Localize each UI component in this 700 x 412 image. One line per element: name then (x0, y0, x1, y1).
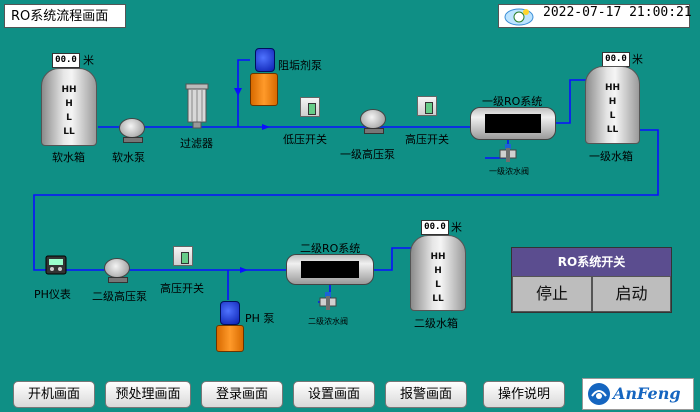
stage2-pump-base (108, 277, 128, 283)
low-pressure-switch-icon[interactable] (300, 97, 320, 117)
tank2-level-value: 00.0 (421, 220, 449, 235)
ro-control-panel: RO系统开关 停止 启动 (511, 247, 672, 313)
stop-button[interactable]: 停止 (512, 276, 592, 312)
stage2-ro-membrane[interactable] (286, 254, 374, 285)
ph-meter-label: PH仪表 (34, 288, 71, 301)
flow-arrow-3 (234, 88, 242, 96)
pipe-tank1-down (33, 129, 659, 271)
flow-arrow-1 (262, 124, 270, 130)
high-pressure-switch1-label: 高压开关 (405, 133, 449, 146)
low-pressure-switch-label: 低压开关 (283, 133, 327, 146)
high-pressure-switch1-icon[interactable] (417, 96, 437, 116)
softener-pump-label: 软水泵 (112, 151, 145, 164)
filter-label: 过滤器 (180, 137, 213, 150)
antiscalant-pump-label: 阻垢剂泵 (278, 59, 322, 72)
stage2-reject-valve-label: 二级浓水阀 (308, 317, 348, 326)
tank2-level-h: H (434, 266, 442, 276)
nav-alarm-button[interactable]: 报警画面 (385, 381, 467, 408)
nav-login-button[interactable]: 登录画面 (201, 381, 283, 408)
tank2-level-hh: HH (430, 252, 446, 262)
ph-dosing-tank (216, 325, 244, 352)
start-button[interactable]: 启动 (592, 276, 671, 312)
stage1-ro-membrane[interactable] (470, 107, 556, 140)
raw-tank-level-h: H (65, 99, 73, 109)
stage1-pump-label: 一级高压泵 (340, 148, 395, 161)
clock-icon (502, 6, 536, 26)
raw-tank-label: 软水箱 (52, 151, 85, 164)
stage1-reject-valve-label: 一级浓水阀 (489, 167, 529, 176)
nav-help-button[interactable]: 操作说明 (483, 381, 565, 408)
ro-control-panel-title: RO系统开关 (512, 248, 671, 276)
flow-arrow-2 (240, 267, 248, 273)
anfeng-logo: AnFeng (582, 378, 694, 410)
stage1-pump-icon[interactable] (360, 109, 386, 129)
stage2-pump-label: 二级高压泵 (92, 290, 147, 303)
stage1-pump-base (364, 128, 384, 134)
high-pressure-switch2-label: 高压开关 (160, 282, 204, 295)
ph-pump-label: PH 泵 (245, 312, 275, 325)
datetime-text: 2022-07-17 21:00:21 (543, 5, 692, 20)
raw-tank: HH H L LL (41, 68, 97, 146)
anfeng-logo-icon (587, 382, 611, 406)
tank1-level-hh: HH (604, 83, 621, 93)
pipe-ro1-to-tank1 (556, 79, 590, 124)
nav-startup-button[interactable]: 开机画面 (13, 381, 95, 408)
nav-settings-button[interactable]: 设置画面 (293, 381, 375, 408)
page-title: RO系统流程画面 (4, 4, 126, 28)
raw-tank-level-l: L (66, 113, 72, 123)
tank1-level-value: 00.0 (602, 52, 630, 67)
softener-pump-icon[interactable] (119, 118, 145, 138)
antiscalant-tank (250, 73, 278, 106)
raw-tank-level-hh: HH (61, 85, 77, 95)
stage1-reject-valve-icon[interactable] (498, 144, 518, 164)
softener-pump-base (123, 137, 143, 143)
tank2: HH H L LL (410, 235, 466, 311)
anfeng-logo-text: AnFeng (613, 384, 681, 403)
stage2-pump-icon[interactable] (104, 258, 130, 278)
tank2-label: 二级水箱 (414, 317, 458, 330)
tank1-label: 一级水箱 (589, 150, 633, 163)
ph-pump-icon[interactable] (220, 301, 240, 325)
nav-pretreatment-button[interactable]: 预处理画面 (105, 381, 191, 408)
tank1-level-l: L (609, 111, 616, 121)
stage2-reject-valve-icon[interactable] (318, 292, 338, 312)
stage2-ro-label: 二级RO系统 (300, 242, 361, 255)
tank1-level-h: H (608, 97, 617, 107)
tank2-level-ll: LL (432, 294, 444, 304)
tank1-unit: 米 (632, 53, 643, 66)
raw-tank-unit: 米 (83, 54, 94, 67)
pipe-ro2-to-tank2 (374, 247, 412, 271)
ph-meter-icon[interactable] (45, 255, 67, 275)
datetime-display: 2022-07-17 21:00:21 (498, 4, 692, 28)
tank2-level-l: L (435, 280, 441, 290)
tank1-level-ll: LL (606, 125, 619, 135)
stage1-ro-label: 一级RO系统 (482, 95, 543, 108)
raw-tank-level-value: 00.0 (52, 53, 80, 68)
high-pressure-switch2-icon[interactable] (173, 246, 193, 266)
antiscalant-pump-icon[interactable] (255, 48, 275, 72)
tank2-unit: 米 (451, 221, 462, 234)
tank1: HH H L LL (585, 66, 640, 144)
filter-icon[interactable] (184, 82, 210, 130)
raw-tank-level-ll: LL (63, 127, 75, 137)
pipe-filter-antiscalant (237, 59, 250, 127)
